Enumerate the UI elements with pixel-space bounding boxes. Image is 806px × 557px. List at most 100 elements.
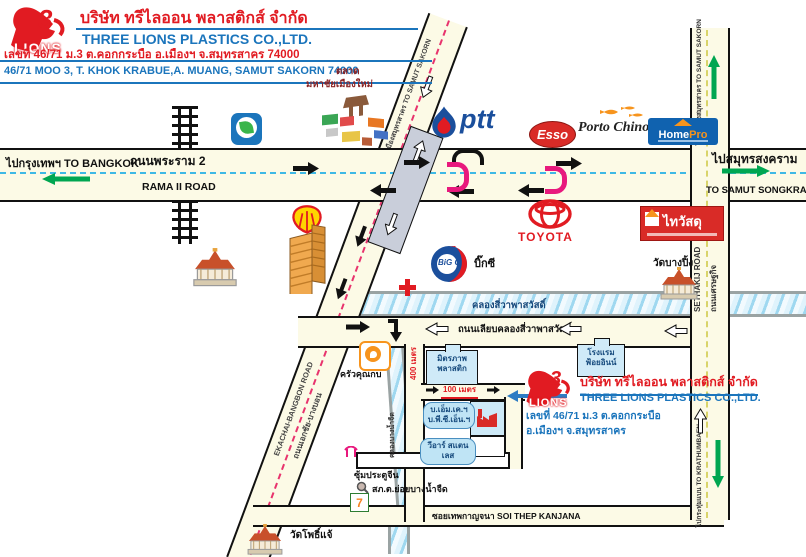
clinic-cross-icon (399, 285, 416, 290)
building-tab (594, 338, 610, 346)
header-address-th: เลขที่ 46/71 ม.3 ต.คอกกระบือ อ.เมืองฯ จ.… (4, 49, 300, 61)
canal-si-wa (348, 291, 806, 317)
homepro-text-pro: Pro (689, 129, 708, 141)
label-400m: 400 เมตร (409, 346, 418, 380)
label-mk: บ.เอ็ม.เค.ฯ (430, 405, 468, 414)
company-site-box (470, 401, 505, 436)
white-arrow-up (694, 408, 707, 434)
label-bigc: บิ๊กซี (474, 258, 496, 270)
header-company-th: บริษัท ทรีไลออน พลาสติกส์ จำกัด (80, 10, 308, 27)
white-arrow-down (419, 75, 434, 99)
black-turn-arrow (452, 149, 484, 165)
label-canal-side: คลองบางน้ำจืด (389, 412, 396, 458)
label-rama2-en: RAMA II ROAD (142, 181, 216, 193)
label-hotel-line1: โรงแรม (587, 348, 615, 357)
thaiwatsadu-logo: ไทวัสดุ (640, 206, 724, 241)
logo-text: LIONS (529, 397, 568, 409)
label-mitraphap-line1: มิตรภาพ (437, 354, 467, 363)
ptt-flame-icon (432, 106, 456, 138)
white-arrow-down (384, 212, 399, 236)
label-hotel-line2: ฟ้อยอินน์ (585, 358, 617, 367)
mitraphap-plastic-building: มิตรภาพ พลาสติก (426, 344, 478, 385)
temple-icon (660, 267, 698, 300)
black-turn-down-arrow (388, 319, 402, 342)
porto-chino-fish-icon (600, 106, 643, 117)
bigc-logo-text: BiG C (438, 258, 461, 267)
green-arrow-down (712, 440, 724, 488)
black-arrow-right (346, 321, 370, 333)
white-arrow-left (558, 322, 582, 336)
building-tab (445, 344, 461, 352)
label-to-krathumbaen: ไปกระทุ่มแบน TO KRATHUMBAEN (696, 424, 703, 527)
toyota-logo (528, 199, 572, 229)
label-vr-stainless: วีอาร์ สแตนเลส (427, 441, 469, 461)
label-market-line2: มหาชัยเมืองใหม่ (306, 79, 373, 90)
toyota-logo-text: TOYOTA (518, 230, 573, 244)
homepro-roof-icon (674, 119, 692, 126)
label-wat-bang-ping: วัดบางปิ้ง (653, 258, 694, 269)
police-badge-icon (356, 481, 369, 494)
road-access-400m (404, 344, 425, 522)
hotel-building: โรงแรม ฟ้อยอินน์ (577, 338, 625, 377)
esso-logo-text: Esso (536, 127, 569, 142)
bangchak-icon (231, 113, 262, 145)
bigc-logo: BiG C (429, 244, 469, 284)
lion-icon (11, 7, 65, 51)
porto-chino-logo-text: Porto Chino (578, 120, 650, 135)
thaiwatsadu-house-icon (645, 209, 659, 217)
ptt-logo-text: ptt (460, 104, 495, 134)
lion-icon (526, 370, 570, 406)
market-illustration (322, 94, 388, 146)
road-ekachai: ไปตัวเมืองสมุทรสาคร TO SAMUT SAKORN EKAC… (226, 12, 468, 557)
factory-icon (477, 409, 497, 427)
label-market-line1: ตลาด (336, 66, 360, 77)
header-address-en: 46/71 MOO 3, T. KHOK KRABUE,A. MUANG, SA… (4, 65, 359, 77)
label-mitraphap-line2: พลาสติก (437, 364, 467, 373)
road-label-soi-thep-kanjana: ซอยเทพกาญจนา SOI THEP KANJANA (432, 511, 581, 521)
black-arrow-right (293, 162, 319, 175)
logo-text: LIONS (14, 40, 62, 56)
black-arrow-right-small (487, 386, 500, 394)
label-canal-si-wa: คลองสี่วาพาสวัสดิ์ (472, 300, 546, 311)
u-turn-pink (545, 166, 567, 194)
header-company-en: THREE LIONS PLASTICS CO.,LTD. (82, 31, 312, 47)
road-label-liab-khlong: ถนนเลียบคลองสี่วาพาสวัสดิ์ (458, 324, 572, 335)
green-arrow-left (42, 173, 90, 185)
label-krua-khun-kob: ครัวคุณกบ (340, 369, 382, 379)
canal-stub (388, 524, 410, 554)
divider (0, 82, 432, 84)
green-arrow-up (708, 55, 720, 99)
label-to-bangkok: ไปกรุงเทพฯ TO BANGKOK (6, 158, 139, 170)
callout-address-line2: อ.เมืองฯ จ.สมุทรสาคร (526, 425, 626, 437)
label-sethakij-th: ถนนเศรษฐกิจ (709, 264, 718, 312)
road-soi-thep-kanjana (253, 505, 724, 527)
esso-logo: Esso (529, 121, 576, 148)
label-pcn: บ.พี.ซี.เอ็น.ฯ (427, 415, 471, 425)
label-to-samut-songkram-th: ไปสมุทรสงคราม (712, 152, 798, 166)
tall-building-illustration (289, 224, 326, 294)
seven-eleven-logo: 7 (350, 493, 369, 512)
road-lane-east (504, 397, 523, 469)
lane-arrow-down (355, 225, 367, 247)
lane-arrow-down (335, 277, 348, 300)
thaiwatsadu-text: ไทวัสดุ (663, 214, 702, 229)
homepro-logo: HomePro (648, 118, 718, 145)
label-wat-pho-chae: วัดโพธิ์แจ้ (290, 530, 333, 541)
temple-icon (193, 248, 237, 287)
logo-number: 3 (550, 368, 562, 390)
callout-logo: 3 LIONS (524, 368, 576, 414)
black-arrow-right-small (426, 386, 439, 394)
vr-stainless-building: วีอาร์ สแตนเลส (420, 438, 476, 465)
label-to-samut-songkram-en: TO SAMUT SONGKRAM (706, 185, 806, 196)
railway-track (172, 106, 198, 148)
black-arrow-left (370, 184, 396, 197)
label-chinese-gate: ซุ้มประตูจีน (354, 470, 399, 480)
krua-khun-kob-icon (359, 341, 391, 371)
divider (0, 60, 432, 62)
black-arrow-right (404, 156, 430, 169)
label-rama2-th: ถนนพระราม 2 (130, 154, 206, 168)
white-arrow-left (425, 322, 449, 336)
callout-address-line1: เลขที่ 46/71 ม.3 ต.คอกกระบือ (526, 410, 661, 422)
railway-track (172, 200, 198, 244)
